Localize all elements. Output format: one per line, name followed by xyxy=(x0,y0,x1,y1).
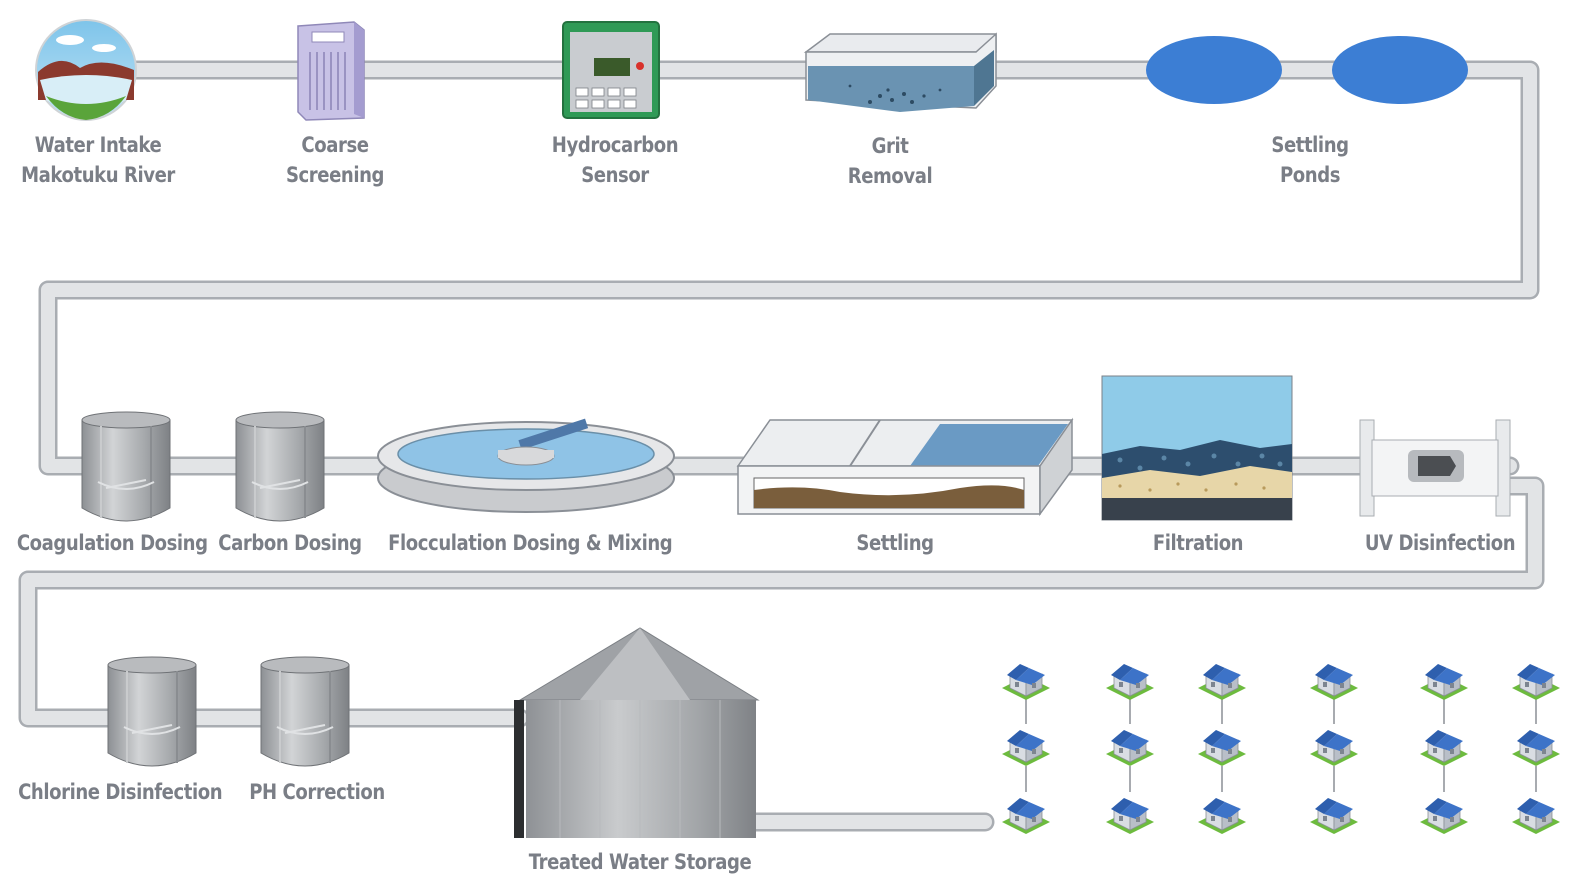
label-coagulation-dosing: Coagulation Dosing xyxy=(16,531,208,555)
lake-icon xyxy=(35,19,137,121)
label-uv-disinfection: UV Disinfection xyxy=(1364,531,1516,555)
silo-icon xyxy=(514,627,760,838)
clarifier-icon xyxy=(377,418,675,513)
pond-icon xyxy=(1146,36,1468,104)
label-filtration: Filtration xyxy=(1152,531,1244,555)
label-treated-water-storage: Treated Water Storage xyxy=(528,850,752,874)
label-flocculation: Flocculation Dosing & Mixing xyxy=(388,531,673,555)
house-grid xyxy=(1001,663,1561,835)
house-icon xyxy=(1001,663,1561,835)
label-chlorine-disinfection: Chlorine Disinfection xyxy=(18,780,223,804)
filter-icon xyxy=(1101,375,1293,521)
screen-icon xyxy=(297,21,365,121)
label-ph-correction: PH Correction xyxy=(249,780,385,804)
settling-basin-icon xyxy=(736,417,1074,517)
uv-unit-icon xyxy=(1359,419,1511,517)
label-settling: Settling xyxy=(856,531,934,555)
sensor-icon xyxy=(562,21,660,119)
label-carbon-dosing: Carbon Dosing xyxy=(218,531,362,555)
grit-tank-icon xyxy=(803,32,997,112)
